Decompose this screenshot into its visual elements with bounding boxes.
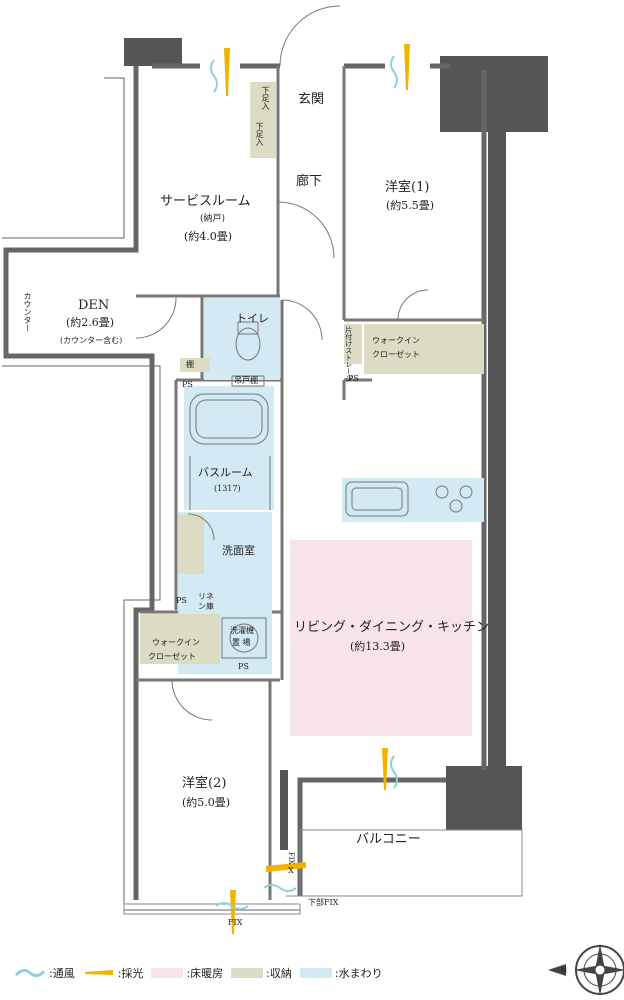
- den-note: (カウンター含む): [60, 336, 123, 345]
- ps-label-1: PS: [182, 380, 193, 389]
- ldk-size: (約13.3畳): [350, 640, 406, 653]
- den-label: DEN: [78, 298, 110, 313]
- ps-label-2: PS: [348, 374, 359, 383]
- washroom-label: 洗面室: [222, 544, 255, 557]
- bedroom1-size: (約5.5畳): [386, 199, 435, 212]
- ps-label-4: PS: [238, 662, 249, 671]
- storage-swatch: [231, 968, 264, 978]
- wic2-label-1: ウォークイン: [152, 638, 200, 647]
- legend-floor-heating-label: :床暖房: [186, 967, 224, 980]
- lower-fix-label: 下部FIX: [308, 898, 339, 907]
- service-room-sub: (納戸): [200, 214, 226, 224]
- balcony-label: バルコニー: [356, 832, 421, 847]
- storage-areas: [140, 82, 484, 664]
- bedroom2-size: (約5.0畳): [182, 796, 231, 809]
- legend-storage: :収納: [231, 965, 292, 981]
- storage-label: 片付けストレージ: [344, 326, 353, 382]
- service-room-size: (約4.0畳): [184, 230, 233, 243]
- legend-light-label: :採光: [117, 967, 144, 980]
- legend-water: :水まわり: [299, 965, 383, 981]
- legend: :通風 :採光 :床暖房 :収納 :水まわり: [14, 962, 514, 984]
- fix-x-label: X: [288, 866, 294, 875]
- wic1-label-1: ウォークイン: [372, 336, 420, 345]
- service-room-label: サービスルーム: [160, 194, 251, 209]
- washer-label-1: 洗濯機: [230, 626, 254, 635]
- fix-bottom-label: FIX: [228, 918, 243, 927]
- ldk-label: リビング・ダイニング・キッチン: [294, 620, 490, 635]
- legend-wind-label: :通風: [49, 967, 75, 980]
- shoe-cabinet-2-label: 下足入: [255, 122, 264, 146]
- compass-arrow-icon: [548, 964, 566, 976]
- shoe-cabinet-1-label: 下足入: [261, 86, 270, 110]
- bathroom-label: バスルーム: [198, 466, 253, 479]
- washer-label-2: 置 場: [232, 638, 251, 647]
- fixtures: [135, 5, 473, 721]
- shelf-label: 棚: [186, 360, 194, 369]
- fix-label: FIX: [286, 852, 295, 865]
- toilet-label: トイレ: [236, 312, 269, 325]
- compass-label: N: [561, 966, 567, 975]
- wall-cabinet-label: 吊戸棚: [234, 376, 258, 385]
- legend-light: :採光: [83, 965, 144, 981]
- water-swatch: [299, 968, 332, 978]
- floor-heating-swatch: [151, 968, 184, 978]
- wic2-label-2: クローゼット: [148, 652, 196, 661]
- structural-walls: [124, 38, 548, 850]
- floor-heating-area: [290, 540, 472, 736]
- legend-wind: :通風: [14, 965, 75, 981]
- den-size: (約2.6畳): [66, 316, 115, 329]
- legend-water-label: :水まわり: [334, 967, 383, 980]
- compass-icon: [574, 944, 624, 996]
- wind-indicators: [210, 55, 398, 910]
- wic1-label-2: クローゼット: [372, 350, 420, 359]
- bedroom2-label: 洋室(2): [182, 776, 227, 791]
- wind-icon: [14, 968, 46, 978]
- bedroom1-label: 洋室(1): [385, 180, 430, 195]
- walls: [3, 63, 487, 900]
- light-indicators: [224, 44, 410, 934]
- bathroom-size: (1317): [214, 484, 241, 493]
- light-icon: [84, 970, 113, 975]
- hallway-label: 廊下: [296, 174, 323, 189]
- legend-storage-label: :収納: [266, 967, 292, 980]
- ps-label-3: PS: [176, 596, 187, 605]
- counter-label: カウンター: [23, 292, 32, 332]
- legend-floor-heating: :床暖房: [151, 965, 223, 981]
- linen-label: リネン庫: [198, 592, 214, 611]
- entrance-label: 玄関: [298, 92, 325, 107]
